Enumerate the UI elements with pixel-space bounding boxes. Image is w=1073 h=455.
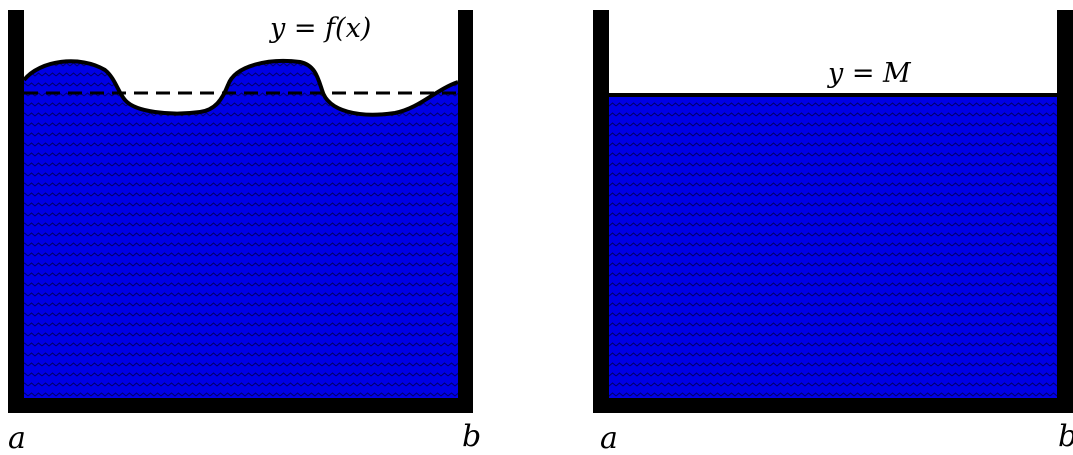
left-endpoint-b: b: [462, 419, 481, 454]
left-curve-label: y = f(x): [269, 13, 371, 44]
right-tank-right-wall: [1057, 10, 1073, 413]
left-tank-left-wall: [8, 10, 24, 413]
right-endpoint-b: b: [1058, 419, 1073, 454]
left-tank: y = f(x) a b: [8, 10, 481, 455]
left-tank-floor: [8, 398, 473, 413]
right-level-label: y = M: [827, 58, 912, 89]
right-tank-left-wall: [593, 10, 609, 413]
left-endpoint-a: a: [8, 421, 26, 455]
right-water-fill: [609, 95, 1057, 398]
right-tank-floor: [593, 398, 1073, 413]
left-tank-right-wall: [458, 10, 473, 413]
right-endpoint-a: a: [600, 421, 618, 455]
right-tank: y = M a b: [593, 10, 1073, 455]
